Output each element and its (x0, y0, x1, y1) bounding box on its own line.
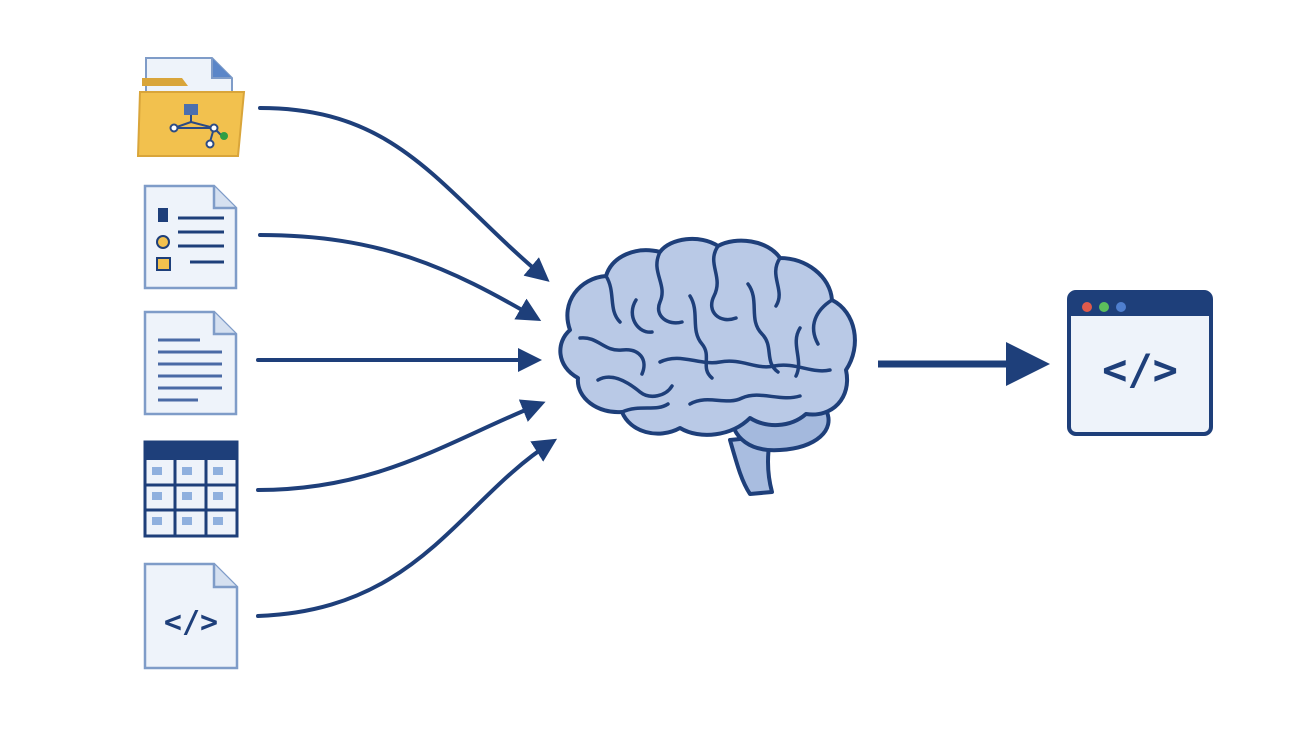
window-minimize-dot (1099, 302, 1109, 312)
browser-code-symbol: </> (1102, 345, 1178, 394)
code-file-symbol: </> (164, 605, 218, 640)
input-arrows (256, 106, 558, 618)
arrow-folder-to-brain (258, 106, 550, 282)
arrow-spreadsheet-to-brain (256, 399, 546, 492)
document-attachments-icon (143, 184, 238, 290)
arrow-document-to-brain (258, 233, 542, 322)
brain-icon (558, 236, 857, 496)
arrow-code-to-brain (256, 438, 558, 618)
window-close-dot (1082, 302, 1092, 312)
output-arrow (878, 342, 1050, 386)
browser-code-window-icon: </> (1067, 290, 1213, 436)
folder-network-icon (136, 57, 246, 157)
spreadsheet-icon (143, 440, 239, 538)
window-maximize-dot (1116, 302, 1126, 312)
code-file-icon: </> (143, 562, 239, 670)
text-document-icon (143, 310, 238, 416)
